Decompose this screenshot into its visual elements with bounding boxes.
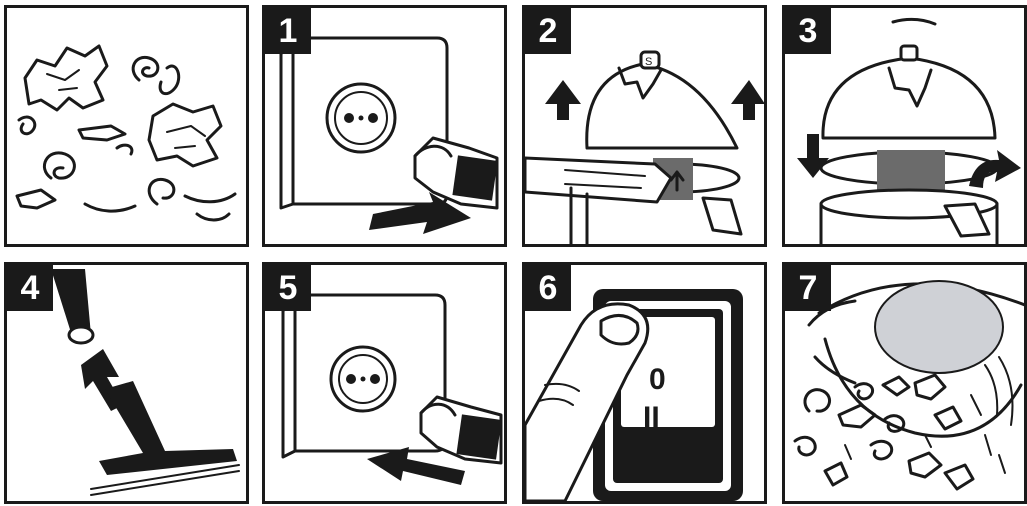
panel-step-7: 7	[782, 262, 1027, 504]
step-number-badge: 3	[785, 8, 831, 54]
vacuum-lid	[587, 64, 737, 148]
lid-badge-label: S	[645, 56, 652, 68]
panel-step-6: 6 0 II	[522, 262, 767, 504]
vacuum-lid	[823, 58, 995, 138]
step-number-badge: 2	[525, 8, 571, 54]
panel-step-1: 1	[262, 5, 507, 247]
panel-step-2: 2 S	[522, 5, 767, 247]
twist-arrow	[969, 150, 1021, 188]
step-number-badge: 6	[525, 265, 571, 311]
step-number-badge: 7	[785, 265, 831, 311]
panel-debris	[4, 5, 249, 247]
step-number-badge: 4	[7, 265, 53, 311]
step-number-badge: 1	[265, 8, 311, 54]
floor-nozzle	[99, 381, 237, 475]
panel-step-4: 4	[4, 262, 249, 504]
hand	[525, 158, 671, 202]
panel-step-3: 3	[782, 5, 1027, 247]
container-bottom	[875, 281, 1003, 373]
step-number-badge: 5	[265, 265, 311, 311]
switch-on-label: II	[643, 401, 660, 434]
debris-illustration	[7, 8, 246, 244]
lift-arrow-right	[731, 80, 764, 120]
switch-off-label: 0	[649, 363, 666, 396]
panel-step-5: 5	[262, 262, 507, 504]
hose-end	[69, 327, 93, 343]
lift-arrow-left	[545, 80, 581, 120]
